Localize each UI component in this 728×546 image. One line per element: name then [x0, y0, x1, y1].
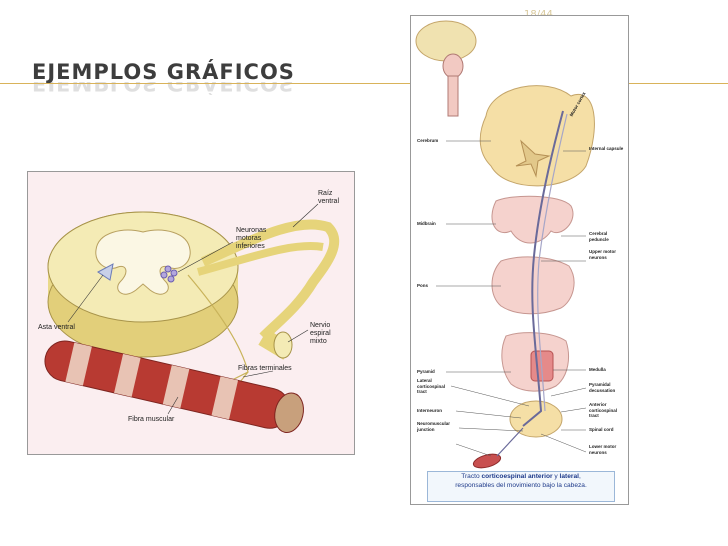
label-spinal-cord: Spinal cord [589, 427, 614, 432]
label-interneuron: Interneuron [417, 408, 443, 413]
label-lower-motor-neurons: Lower motor neurons [589, 444, 617, 455]
label-pyramid: Pyramid [417, 369, 435, 374]
spinal-cord-illustration [44, 203, 340, 433]
label-neuronas-motoras: Neuronas motoras inferiores [236, 227, 267, 250]
label-raiz-ventral: Raíz ventral [318, 190, 340, 205]
corticospinal-illustration [415, 20, 595, 469]
label-asta-ventral: Asta ventral [38, 324, 75, 331]
label-anterior-tract: Anterior corticospinal tract [589, 402, 618, 418]
slide-number: 18/44 [524, 9, 553, 20]
label-lateral-tract: Lateral corticospinal tract [417, 378, 446, 394]
label-neuromuscular-junction: Neuromuscular junction [417, 421, 451, 432]
slide-title: EJEMPLOS GRÁFICOS [32, 60, 295, 84]
corticospinal-figure: Motor cortex Cerebrum Internal capsule M… [410, 15, 629, 505]
title-rule-left [0, 83, 410, 84]
title-rule-right [628, 83, 728, 84]
spinal-cord-figure: Raíz ventral Neuronas motoras inferiores… [27, 171, 355, 455]
label-pyramidal-decussation: Pyramidal decussation [589, 382, 616, 393]
label-medulla: Medulla [589, 367, 606, 372]
label-upper-motor-neurons: Upper motor neurons [589, 249, 616, 260]
label-pons: Pons [417, 283, 429, 288]
label-midbrain: Midbrain [417, 221, 436, 226]
label-fibra-muscular: Fibra muscular [128, 416, 175, 423]
label-cerebrum: Cerebrum [417, 138, 439, 143]
label-internal-capsule: Internal capsule [589, 146, 624, 151]
label-nervio-espiral: Nervio espiral mixto [310, 322, 331, 345]
label-cerebral-peduncle: Cerebral peduncle [589, 231, 609, 242]
label-fibras-terminales: Fibras terminales [238, 365, 292, 372]
figure-caption: Tracto corticoespinal anterior y lateral… [427, 471, 615, 502]
